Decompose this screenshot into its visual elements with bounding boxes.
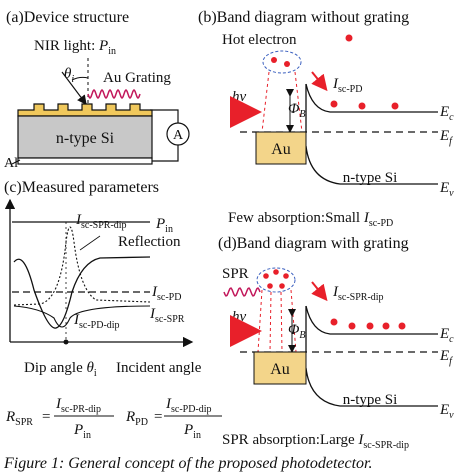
conduction-band-d [305, 305, 438, 335]
al-label: Al [4, 156, 18, 171]
panel-b-footer: Few absorption:Small Isc-PD [228, 210, 393, 229]
spr-electron-cluster [256, 267, 296, 293]
conduction-band [305, 83, 438, 113]
circuit-wire-top [150, 109, 179, 123]
current-arrow [311, 71, 328, 92]
angle-arc [71, 76, 89, 81]
au-label: Au [271, 141, 291, 158]
incident-angle-label: Incident angle [116, 360, 202, 376]
si-label: n-type Si [343, 170, 398, 186]
valence-band-d [305, 367, 438, 407]
incident-ray [61, 71, 87, 105]
ef-label: Ef [439, 128, 453, 147]
si-substrate-label: n-type Si [56, 130, 115, 147]
hv-label: hv [232, 89, 247, 105]
r-pd-numerator: Isc-PD-dip [165, 396, 212, 415]
spr-current-curve [13, 226, 151, 306]
ev-label: Ev [439, 180, 454, 199]
ec-label-d: Ec [439, 326, 454, 345]
si-substrate [17, 115, 153, 159]
si-label-d: n-type Si [343, 392, 398, 408]
nir-light-label: NIR light: Pin [34, 38, 116, 57]
figure-caption: Figure 1: General concept of the propose… [3, 455, 373, 472]
spr-wave [223, 287, 261, 297]
au-block [255, 131, 307, 165]
al-contact [17, 157, 153, 165]
panel-d-title: (d)Band diagram with grating [218, 235, 409, 252]
hot-electron-cluster [262, 50, 302, 74]
panel-a-device-structure: (a)Device structure NIR light: Pin θi Au… [4, 9, 190, 171]
ef-label-d: Ef [439, 348, 453, 367]
ammeter-label: A [173, 128, 184, 143]
au-block-d [253, 351, 307, 385]
ev-label-d: Ev [439, 402, 454, 421]
r-spr-numerator: Isc-PR-dip [55, 396, 101, 415]
r-pd-denominator: Pin [183, 422, 201, 441]
ec-label: Ec [439, 104, 454, 123]
spr-dip-label: Isc-SPR-dip [75, 212, 127, 231]
valence-band [305, 145, 438, 185]
hv-label-d: hv [232, 309, 247, 325]
au-grating [17, 103, 153, 117]
nir-light-wave [87, 88, 141, 100]
phi-b-label-d: ΦB [288, 322, 306, 341]
isc-pd-label: Isc-PD [151, 284, 181, 303]
isc-pd-dip-curve [13, 305, 151, 328]
pd-dip-label: Isc-PD-dip [73, 312, 120, 331]
dip-angle-label: Dip angle θi [24, 360, 97, 379]
au-label-d: Au [270, 361, 290, 378]
panel-c-title: (c)Measured parameters [4, 179, 159, 196]
phi-b-label: ΦB [288, 101, 306, 120]
panel-b-title: (b)Band diagram without grating [198, 9, 409, 26]
circuit-wire-bottom [152, 145, 179, 162]
theta-label: θi [64, 66, 74, 85]
isc-pd-label: Isc-PD [332, 76, 362, 95]
reflection-label: Reflection [118, 234, 181, 250]
hot-electron-label: Hot electron [222, 32, 297, 48]
r-spr-symbol: RSPR [5, 409, 33, 428]
ammeter [166, 122, 190, 146]
r-pd-symbol: RPD [125, 409, 148, 428]
panel-d-footer: SPR absorption:Large Isc-SPR-dip [222, 432, 409, 451]
reflection-curve [13, 256, 151, 329]
panel-b-band-without-grating: (b)Band diagram without grating Hot elec… [198, 9, 454, 229]
panel-c-measured-parameters: (c)Measured parameters Pin Reflection Is… [4, 179, 202, 379]
panel-a-title: (a)Device structure [6, 9, 129, 26]
au-grating-label: Au Grating [103, 70, 171, 86]
r-pd-equals: = [154, 409, 162, 425]
current-arrow-d [311, 281, 328, 302]
responsivity-formulas: RSPR = Isc-PR-dip Pin RPD = Isc-PD-dip P… [5, 396, 222, 441]
r-spr-equals: = [42, 409, 50, 425]
isc-spr-label: Isc-SPR [149, 306, 185, 325]
spr-label: SPR [222, 266, 249, 282]
panel-d-band-with-grating: (d)Band diagram with grating SPR hv ΦB E… [218, 235, 454, 451]
hot-electron-dot [345, 34, 353, 42]
pin-label: Pin [155, 216, 173, 235]
isc-spr-dip-label: Isc-SPR-dip [332, 284, 384, 303]
r-spr-denominator: Pin [73, 422, 91, 441]
